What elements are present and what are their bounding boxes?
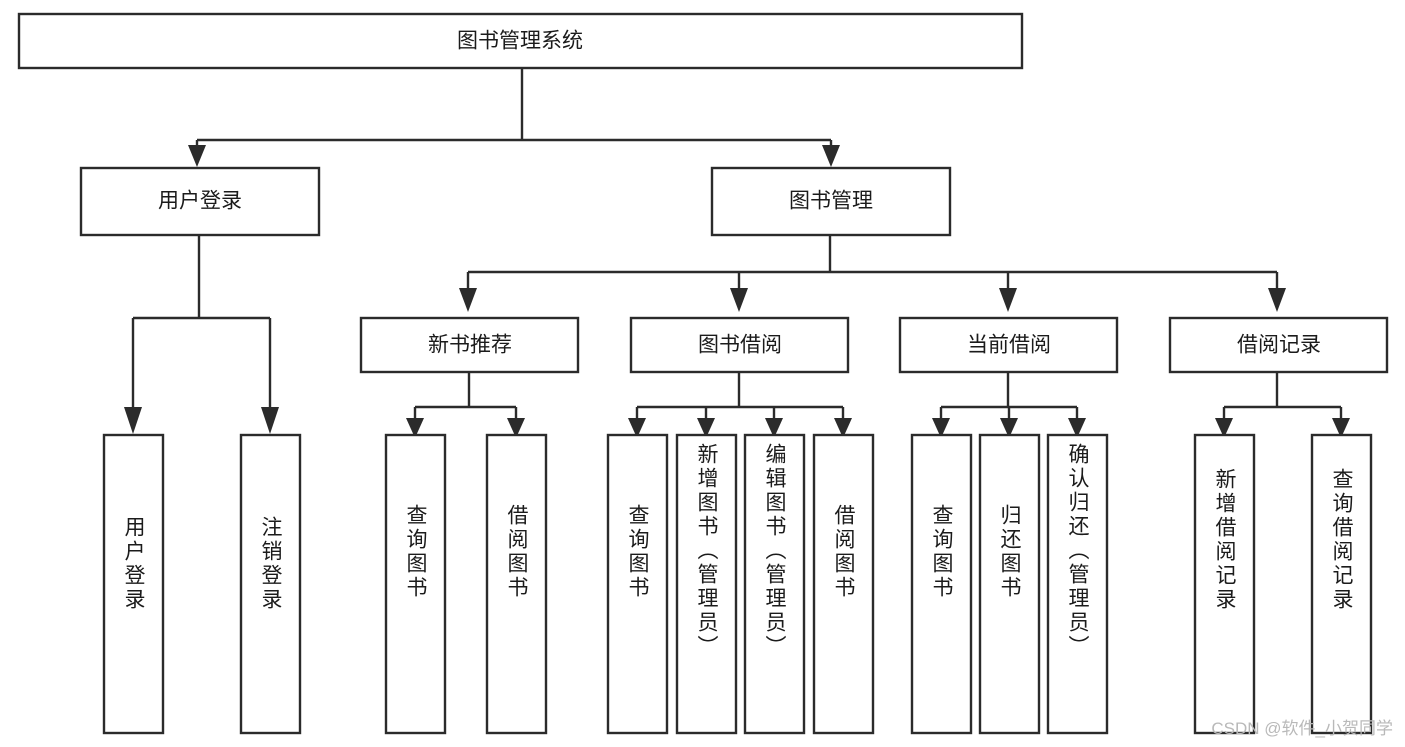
node-leaf-logout-box[interactable]: [239, 433, 302, 735]
node-root-box[interactable]: [17, 12, 1024, 70]
node-root-label: 图书管理系统: [457, 30, 583, 53]
node-book-borrow-label: 图书借阅: [698, 334, 782, 357]
node-leaf-logout-label: 注销登录: [259, 516, 282, 612]
node-book-mgmt-box[interactable]: [710, 166, 952, 237]
arrow-icon-book-mgmt: [822, 145, 840, 167]
node-leaf-nb-query-label: 查询图书: [404, 504, 427, 600]
node-leaf-br-query-label: 查询借阅记录: [1330, 468, 1353, 612]
node-borrow-record-label: 借阅记录: [1237, 334, 1321, 357]
node-user-login-label: 用户登录: [158, 190, 242, 213]
arrow-icon-leaf-br-1: [1215, 418, 1233, 438]
node-leaf-user-login-box[interactable]: [102, 433, 165, 735]
node-leaf-bb-query-box[interactable]: [606, 433, 669, 735]
arrow-icon-current-borrow: [999, 288, 1017, 312]
arrow-icon-leaf-user-1: [124, 407, 142, 434]
node-user-login-box[interactable]: [79, 166, 321, 237]
node-leaf-cb-query-box[interactable]: [910, 433, 973, 735]
node-leaf-nb-query-box[interactable]: [384, 433, 447, 735]
node-leaf-br-query-box[interactable]: [1310, 433, 1373, 735]
arrow-icon-leaf-bb-3: [765, 418, 783, 438]
node-leaf-bb-edit-label: 编辑图书（管理员）: [763, 443, 786, 659]
node-leaf-cb-confirm-label: 确认归还（管理员）: [1066, 443, 1089, 659]
arrow-icon-leaf-bb-1: [628, 418, 646, 438]
arrow-icon-leaf-nb-1: [406, 418, 424, 438]
arrow-icon-book-borrow: [730, 288, 748, 312]
node-leaf-cb-return-box[interactable]: [978, 433, 1041, 735]
node-current-borrow-label: 当前借阅: [967, 334, 1051, 357]
node-leaf-cb-query-label: 查询图书: [930, 504, 953, 600]
node-leaf-br-add-box[interactable]: [1193, 433, 1256, 735]
node-leaf-bb-add-label: 新增图书（管理员）: [695, 443, 718, 659]
arrow-icon-leaf-bb-4: [834, 418, 852, 438]
node-leaf-cb-return-label: 归还图书: [998, 504, 1021, 600]
node-leaf-nb-borrow-box[interactable]: [485, 433, 548, 735]
edge-layer: [131, 68, 1343, 418]
node-leaf-cb-confirm-box[interactable]: [1046, 433, 1109, 735]
node-layer: 图书管理系统 用户登录 图书管理 新书推荐 图书借阅 当前借阅 借阅记录: [17, 12, 1389, 735]
node-new-book-box[interactable]: [359, 316, 580, 374]
arrow-icon-leaf-cb-2: [1000, 418, 1018, 438]
arrow-icon-user-login: [188, 145, 206, 167]
node-leaf-br-add-label: 新增借阅记录: [1213, 468, 1236, 612]
arrow-icon-leaf-nb-2: [507, 418, 525, 438]
node-current-borrow-box[interactable]: [898, 316, 1119, 374]
node-leaf-bb-borrow-box[interactable]: [812, 433, 875, 735]
node-book-mgmt-label: 图书管理: [789, 190, 873, 213]
arrow-icon-leaf-cb-3: [1068, 418, 1086, 438]
node-new-book-label: 新书推荐: [428, 334, 512, 357]
arrowhead-layer: [124, 145, 1350, 438]
csdn-watermark: CSDN @软件_小贺同学: [1211, 719, 1393, 738]
node-leaf-bb-edit-box[interactable]: [743, 433, 806, 735]
arrow-icon-leaf-user-2: [261, 407, 279, 434]
node-leaf-bb-query-label: 查询图书: [626, 504, 649, 600]
arrow-icon-leaf-cb-1: [932, 418, 950, 438]
node-borrow-record-box[interactable]: [1168, 316, 1389, 374]
arrow-icon-leaf-br-2: [1332, 418, 1350, 438]
arrow-icon-leaf-bb-2: [697, 418, 715, 438]
arrow-icon-new-book: [459, 288, 477, 312]
node-book-borrow-box[interactable]: [629, 316, 850, 374]
arrow-icon-borrow-record: [1268, 288, 1286, 312]
node-leaf-nb-borrow-label: 借阅图书: [505, 504, 528, 600]
node-leaf-user-login-label: 用户登录: [122, 516, 145, 612]
node-leaf-bb-borrow-label: 借阅图书: [832, 504, 855, 600]
node-leaf-bb-add-box[interactable]: [675, 433, 738, 735]
